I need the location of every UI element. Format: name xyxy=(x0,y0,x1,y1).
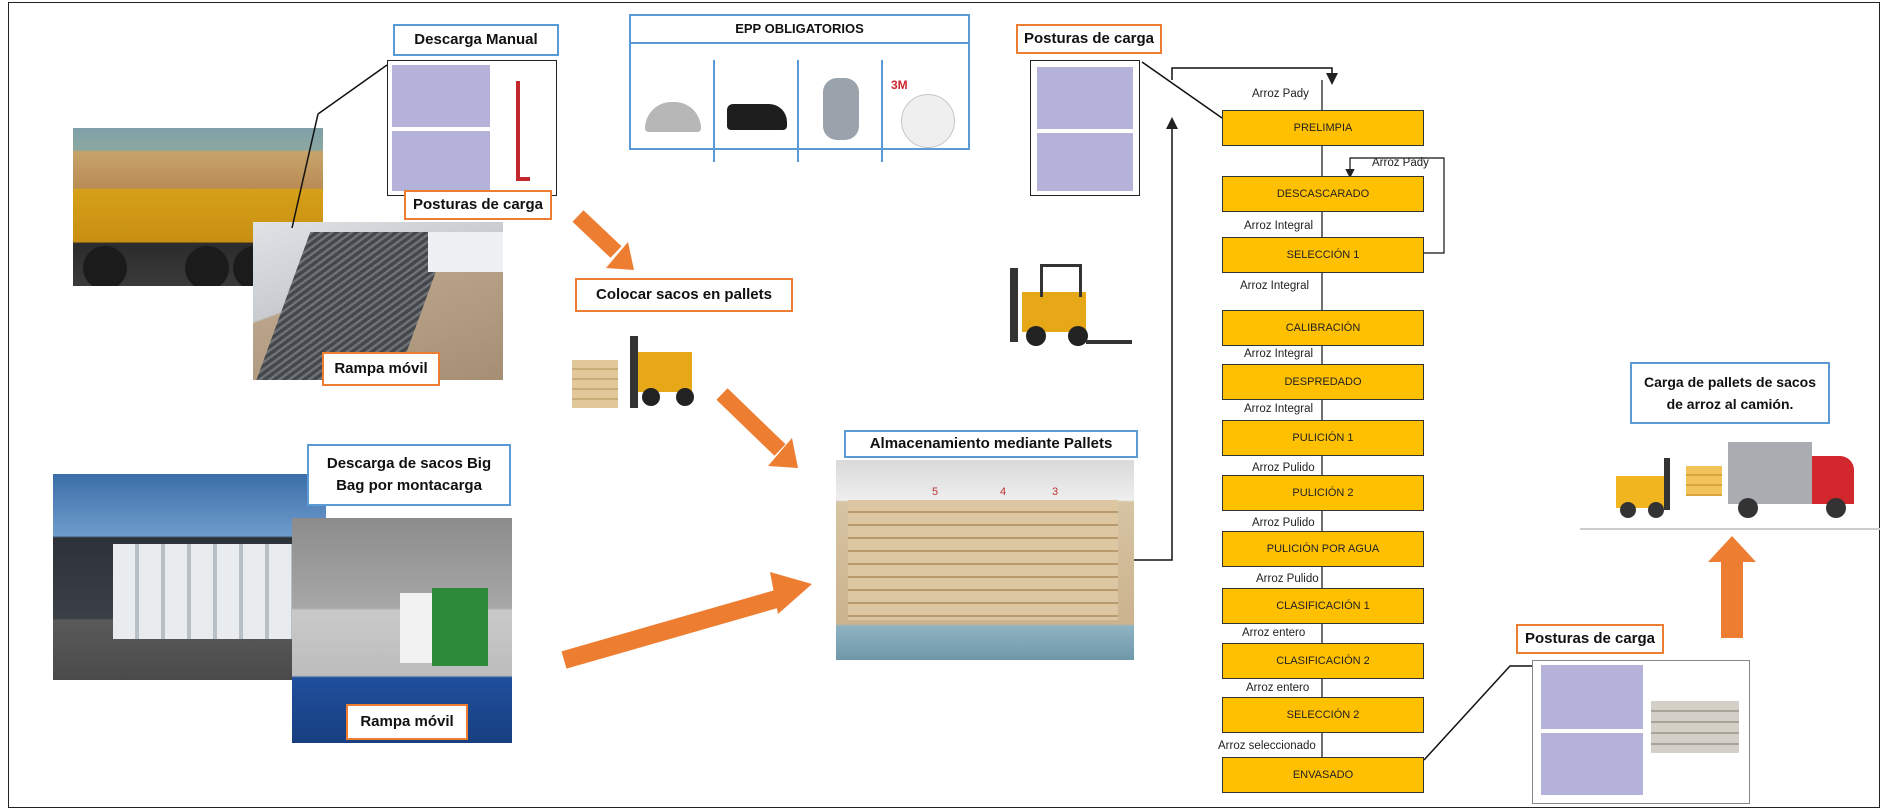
mask-icon: 3M xyxy=(883,60,967,162)
step-descascarado: DESCASCARADO xyxy=(1222,176,1424,212)
rack-number: 5 xyxy=(932,486,939,498)
brand-3m: 3M xyxy=(891,78,908,92)
flow-label: Arroz entero xyxy=(1246,682,1310,694)
label-rampa-movil-2: Rampa móvil xyxy=(346,704,468,740)
forklift-icon xyxy=(1006,258,1134,350)
step-seleccion-2: SELECCIÓN 2 xyxy=(1222,697,1424,733)
flow-label: Arroz Integral xyxy=(1244,220,1314,232)
posturas-box-1 xyxy=(387,60,557,196)
rack-number: 4 xyxy=(1000,486,1007,498)
safety-boots-icon xyxy=(715,60,799,162)
posture-figure xyxy=(1541,733,1643,795)
label-colocar-sacos: Colocar sacos en pallets xyxy=(575,278,793,312)
label-posturas-carga-3: Posturas de carga xyxy=(1516,624,1664,654)
warehouse-pallets-photo: 5 4 3 xyxy=(836,460,1134,660)
flow-label: Arroz Pulido xyxy=(1252,462,1315,474)
step-clasificacion-1: CLASIFICACIÓN 1 xyxy=(1222,588,1424,624)
flow-label: Arroz Pulido xyxy=(1252,517,1315,529)
helmet-icon xyxy=(631,60,715,162)
flow-label: Arroz Integral xyxy=(1244,403,1314,415)
step-pulicion-1: PULICIÓN 1 xyxy=(1222,420,1424,456)
step-clasificacion-2: CLASIFICACIÓN 2 xyxy=(1222,643,1424,679)
posturas-box-3 xyxy=(1532,660,1750,804)
hand-truck-icon xyxy=(516,81,530,181)
flow-label: Arroz Integral xyxy=(1240,280,1310,292)
posture-figure xyxy=(1541,665,1643,729)
forklift-pallet-icon xyxy=(572,322,722,412)
gloves-icon xyxy=(799,60,883,162)
label-rampa-movil: Rampa móvil xyxy=(322,352,440,386)
label-posturas-carga: Posturas de carga xyxy=(404,190,552,220)
ramp-photo-1 xyxy=(253,222,503,380)
truck-loading-icon xyxy=(1580,436,1880,530)
step-seleccion-1: SELECCIÓN 1 xyxy=(1222,237,1424,273)
flow-label: Arroz seleccionado xyxy=(1218,740,1316,752)
posture-figure xyxy=(392,131,490,191)
posture-figure xyxy=(1037,67,1133,129)
step-calibracion: CALIBRACIÓN xyxy=(1222,310,1424,346)
posture-figure xyxy=(392,65,490,127)
ppe-box: 3M xyxy=(629,14,970,162)
step-prelimpia: PRELIMPIA xyxy=(1222,110,1424,146)
label-epp-obligatorios: EPP OBLIGATORIOS xyxy=(629,14,970,44)
label-carga-camion: Carga de pallets de sacos de arroz al ca… xyxy=(1630,362,1830,424)
label-descarga-manual: Descarga Manual xyxy=(393,24,559,56)
step-pulicion-agua: PULICIÓN POR AGUA xyxy=(1222,531,1424,567)
label-posturas-carga-2: Posturas de carga xyxy=(1016,24,1162,54)
flow-label: Arroz entero xyxy=(1242,627,1306,639)
flow-label: Arroz Pady xyxy=(1252,88,1309,100)
diagram-frame xyxy=(8,2,1880,808)
rack-number: 3 xyxy=(1052,486,1059,498)
flow-label: Arroz Integral xyxy=(1244,348,1314,360)
posturas-box-2 xyxy=(1030,60,1140,196)
step-despredado: DESPREDADO xyxy=(1222,364,1424,400)
step-pulicion-2: PULICIÓN 2 xyxy=(1222,475,1424,511)
label-big-bag: Descarga de sacos Big Bag por montacarga xyxy=(307,444,511,506)
posture-figure xyxy=(1037,133,1133,191)
bigbag-truck-photo xyxy=(53,474,326,680)
step-envasado: ENVASADO xyxy=(1222,757,1424,793)
flow-label: Arroz Pady xyxy=(1372,157,1429,169)
sacks-photo xyxy=(1651,701,1739,753)
label-almacenamiento: Almacenamiento mediante Pallets xyxy=(844,430,1138,458)
flow-label: Arroz Pulido xyxy=(1256,573,1319,585)
